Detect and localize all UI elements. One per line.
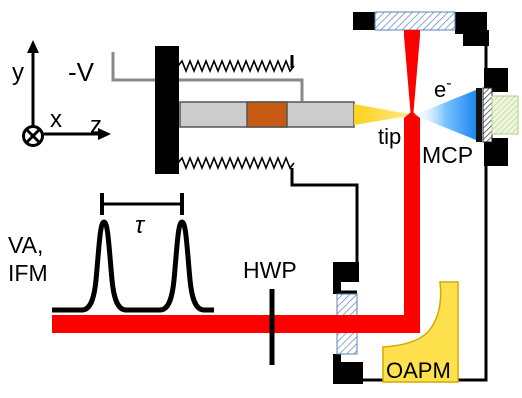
va-label-line2: IFM [8,260,48,286]
va-label-line1: VA, [8,232,43,258]
chamber-flanges [333,12,508,384]
circle-cross-icon [22,125,44,147]
mounting-flange [155,46,179,174]
axis-y-label: y [12,59,24,86]
oapm-label: OAPM [386,358,451,383]
voltage-label: -V [68,57,95,87]
axis-z-label: z [90,112,102,139]
voltage-wire [111,52,304,101]
axis-x-label: x [50,106,62,133]
bellows-spring-bottom [177,155,295,171]
tau-label: τ [135,212,146,239]
mcp-detector-icon [476,87,519,143]
mcp-label: MCP [422,142,473,168]
oapm-mirror [382,281,459,383]
laser-beam [52,30,420,333]
tau-marker [100,193,184,215]
tip [354,104,414,125]
tip-label: tip [378,124,401,149]
top-window [374,11,456,31]
electron-beam-icon [414,90,476,140]
bellows-spring-top [177,58,295,74]
electron-label: e- [434,75,452,102]
coordinate-axes: y x z [12,40,111,147]
hwp-label: HWP [243,257,297,283]
double-pulse-icon [52,219,214,313]
sample-block [246,101,288,128]
